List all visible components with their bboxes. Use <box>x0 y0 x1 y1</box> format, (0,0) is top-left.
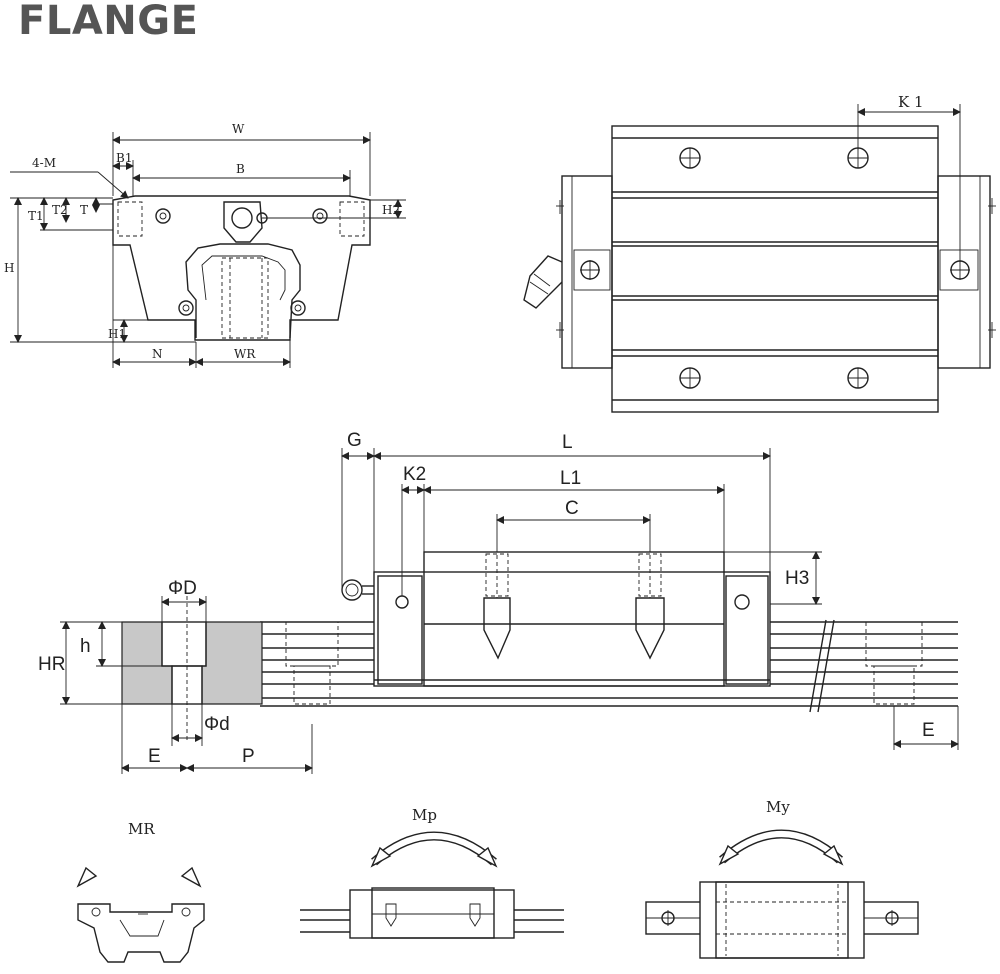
dim-t1-label: T1 <box>28 209 44 223</box>
dim-h-small-label: h <box>80 636 91 657</box>
moment-my-label: My <box>766 798 790 816</box>
moment-mp: Mp <box>300 806 564 939</box>
dim-k1-label: K 1 <box>898 93 924 111</box>
moment-mp-label: Mp <box>412 806 437 824</box>
dim-e-right-label: E <box>922 720 935 741</box>
dim-t-label: T <box>80 203 88 217</box>
dim-hr-label: HR <box>38 654 65 675</box>
dim-b1-label: B1 <box>116 151 132 165</box>
dim-c-label: C <box>565 498 579 519</box>
dim-l-label: L <box>562 432 573 453</box>
moment-mr-label: MR <box>128 820 155 838</box>
dim-phi-d-small-label: Φd <box>204 714 230 735</box>
dim-k2-label: K2 <box>403 464 426 485</box>
page-title: FLANGE <box>18 0 199 44</box>
dim-w-label: W <box>232 122 245 136</box>
top-view: K 1 <box>523 93 996 413</box>
dim-h1-label: H1 <box>108 327 126 341</box>
dim-h3-label: H3 <box>785 568 809 589</box>
dim-p-label: P <box>242 746 255 767</box>
dim-wr-label: WR <box>234 347 256 361</box>
dim-n-label: N <box>152 347 163 361</box>
rail-section: ΦD h HR Φd E P <box>38 578 313 774</box>
dim-l1-label: L1 <box>560 468 581 489</box>
dim-h-label: H <box>4 261 14 275</box>
dim-phi-d-big-label: ΦD <box>168 578 197 599</box>
front-view: W B1 B 4-M H T1 T2 T H2 <box>4 122 406 368</box>
dim-4m-label: 4-M <box>32 156 56 170</box>
moment-mr: MR <box>76 820 205 963</box>
dim-g-label: G <box>347 430 362 451</box>
dim-e-label: E <box>148 746 161 767</box>
side-view: G L K2 L1 C H3 E <box>260 430 959 750</box>
dim-b-label: B <box>236 162 245 176</box>
dim-h2-label: H2 <box>382 203 400 217</box>
moment-my: My <box>645 798 919 959</box>
dim-t2-label: T2 <box>52 203 68 217</box>
